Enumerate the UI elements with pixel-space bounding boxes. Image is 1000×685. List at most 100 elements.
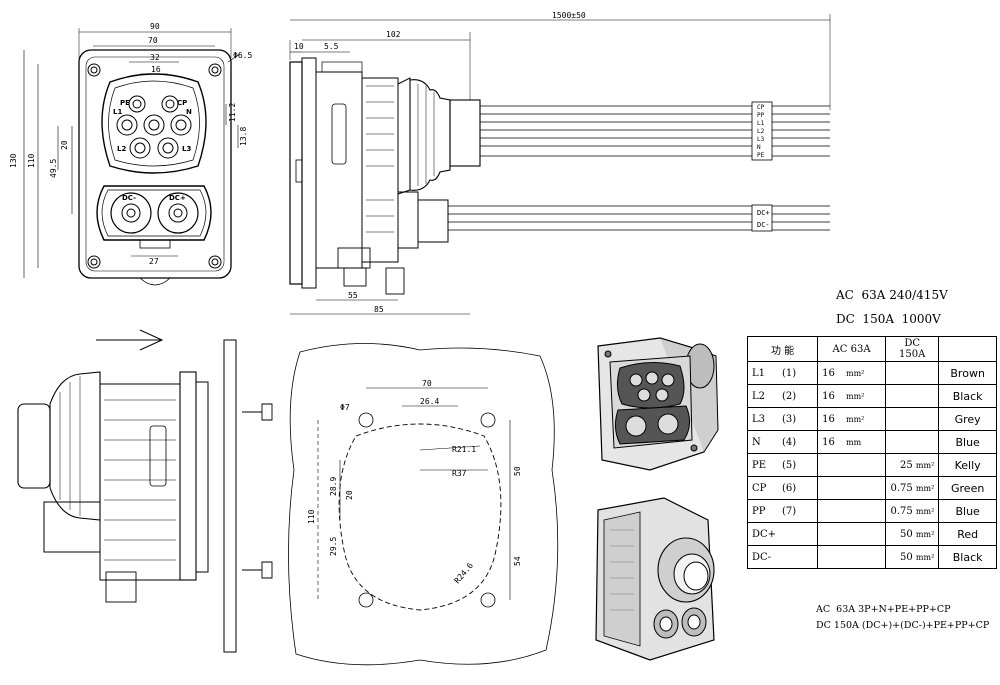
cell-dc-unit: mm² (915, 483, 935, 493)
wire-tag: PE (757, 152, 765, 159)
cell-num: (7) (782, 505, 797, 517)
cell-ac: 16 mm (817, 430, 887, 454)
dim-side-85: 85 (374, 305, 384, 314)
spec-dc: DC 150A 1000V (836, 312, 941, 326)
table-header-cell: DC 150A (885, 336, 940, 362)
cell-color: Black (938, 384, 997, 408)
cell-name: DC- (752, 551, 772, 563)
cell-dc-unit: mm² (915, 460, 935, 470)
dc-wire-tag: DC- (757, 221, 770, 229)
cell-ac-unit: mm² (846, 391, 865, 401)
cell-function: L1 (1) (746, 361, 819, 385)
cell-ac (817, 476, 887, 500)
wire-tag: L3 (757, 136, 765, 143)
cell-dc-value: 0.75 (890, 505, 913, 517)
cell-dc-value: 0.75 (890, 482, 913, 494)
product-photo-rear (595, 497, 715, 661)
product-photo-front (597, 337, 719, 471)
cell-dc-value: 50 (900, 528, 913, 540)
cut-dim-r37: R37 (452, 469, 467, 478)
dim-side-10: 10 (294, 42, 304, 51)
cell-dc (885, 407, 940, 431)
cell-dc: 0.75 mm² (885, 476, 940, 500)
cut-dim-hole: Φ7 (340, 403, 350, 412)
dim-offset-49-5: 49.5 (49, 159, 58, 178)
table-header-row: 功 能 AC 63A DC 150A (746, 336, 997, 362)
cut-dim-54: 54 (513, 556, 522, 566)
summary-ac: AC 63A 3P+N+PE+PP+CP (816, 604, 951, 615)
cell-color: Red (938, 522, 997, 546)
cell-num: (4) (782, 436, 797, 448)
wire-tag: CP (757, 104, 765, 111)
assembly-view (17, 339, 273, 653)
cell-ac (817, 522, 887, 546)
cell-ac-unit: mm² (846, 414, 865, 424)
wire-tag: N (757, 144, 761, 151)
dim-cable-length: 1500±50 (552, 11, 586, 20)
cell-num: (5) (782, 459, 797, 471)
cell-dc-unit: mm² (915, 529, 935, 539)
cut-dim-70: 70 (422, 379, 432, 388)
cell-dc: 50 mm² (885, 522, 940, 546)
cell-color: Kelly (938, 453, 997, 477)
cut-dim-29-5: 29.5 (329, 537, 338, 556)
cell-dc-value: 50 (900, 551, 913, 563)
cell-color: Brown (938, 361, 997, 385)
cell-name: L2 (752, 390, 766, 402)
cell-dc (885, 430, 940, 454)
dim-offset-20: 20 (60, 140, 69, 150)
cell-num: (6) (782, 482, 797, 494)
dim-hole: Φ6.5 (233, 51, 252, 60)
cut-dim-50: 50 (513, 466, 522, 476)
table-row: L2 (2) 16 mm² Black (746, 384, 997, 408)
spec-ac: AC 63A 240/415V (836, 288, 948, 302)
cut-dim-r24-6: R24.6 (453, 561, 475, 585)
cell-function: L2 (2) (746, 384, 819, 408)
cell-ac-value: 16 (822, 390, 835, 402)
pin-label-cp: CP (177, 99, 187, 107)
cell-num: (1) (782, 367, 797, 379)
panel-cutout: 70 26.4 Φ7 R21.1 R37 50 28.9 20 110 29.5… (288, 343, 559, 666)
table-header-cell: AC 63A (817, 336, 887, 362)
cell-name: PP (752, 505, 766, 517)
cell-color: Black (938, 545, 997, 569)
pin-label-l3: L3 (182, 145, 191, 153)
dim-front-inner-width: 70 (148, 36, 158, 45)
cell-dc-unit: mm² (915, 552, 935, 562)
dc-wire-tag: DC+ (757, 209, 770, 217)
cell-name: L3 (752, 413, 766, 425)
cell-color: Green (938, 476, 997, 500)
cell-name: L1 (752, 367, 766, 379)
dim-side-5-5: 5.5 (324, 42, 339, 51)
cell-dc: 50 mm² (885, 545, 940, 569)
dim-height-total: 130 (9, 153, 18, 168)
cell-ac-value: 16 (822, 367, 835, 379)
dim-v-11-2: 11.2 (228, 103, 237, 122)
cell-num: (2) (782, 390, 797, 402)
cell-function: DC+ (746, 522, 819, 546)
cut-dim-26-4: 26.4 (420, 397, 439, 406)
cell-ac-value: 16 (822, 413, 835, 425)
cell-ac: 16 mm² (817, 384, 887, 408)
cell-ac (817, 499, 887, 523)
pin-label-l2: L2 (117, 145, 126, 153)
cell-function: N(4) (746, 430, 819, 454)
pin-label-n: N (186, 108, 192, 116)
pin-label-dc-minus: DC- (122, 194, 136, 202)
wire-tag: L1 (757, 120, 765, 127)
cut-dim-20: 20 (345, 490, 354, 500)
cell-function: DC- (746, 545, 819, 569)
cell-dc: 25 mm² (885, 453, 940, 477)
dim-v-13-8: 13.8 (239, 127, 248, 146)
table-row: N(4)16 mm Blue (746, 430, 997, 454)
cell-color: Grey (938, 407, 997, 431)
cell-function: L3(3) (746, 407, 819, 431)
cell-dc (885, 384, 940, 408)
dim-ac-span: 32 (150, 53, 160, 62)
dim-front-width: 90 (150, 22, 160, 31)
